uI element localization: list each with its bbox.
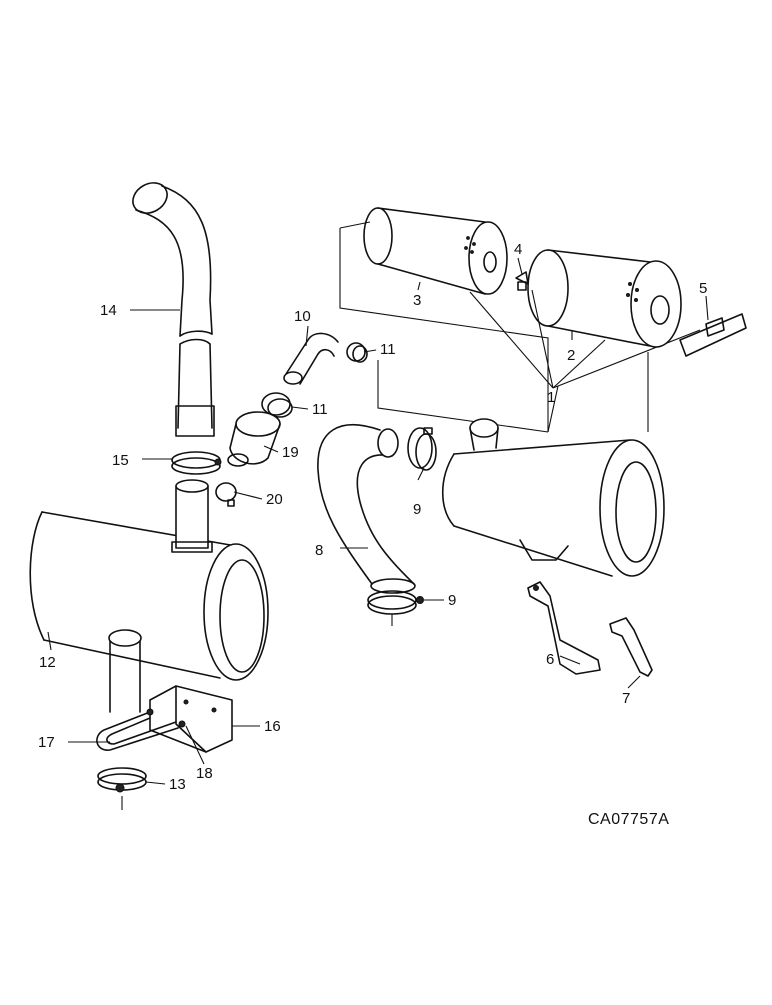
- callout-13: 13: [169, 776, 186, 793]
- callout-3: 3: [413, 292, 421, 309]
- callout-2: 2: [567, 347, 575, 364]
- callout-10: 10: [294, 308, 311, 325]
- callout-4: 4: [514, 241, 522, 258]
- callout-5: 5: [699, 280, 707, 297]
- hose-clamp-11b: [261, 392, 293, 418]
- callout-18: 18: [196, 765, 213, 782]
- leader-lines: [47, 257, 709, 810]
- intake-elbow: [317, 423, 416, 594]
- callout-12: 12: [39, 654, 56, 671]
- small-hose-10: [283, 332, 339, 385]
- precleaner-19: [227, 411, 281, 467]
- callout-7: 7: [622, 690, 630, 707]
- support-strap-7: [609, 617, 653, 677]
- service-indicator: [679, 313, 747, 357]
- callout-9b: 9: [448, 592, 456, 609]
- drawing-code: CA07757A: [588, 811, 669, 828]
- callout-16: 16: [264, 718, 281, 735]
- clamp-13: [97, 767, 147, 793]
- callout-15: 15: [112, 452, 129, 469]
- mounting-bracket-16: [149, 685, 233, 753]
- callouts: 1 2 3 4 5 6 7 8 9 9 10 11 11 12 13 14 15…: [38, 241, 707, 793]
- wing-nut: [515, 271, 529, 291]
- callout-14: 14: [100, 302, 117, 319]
- callout-6: 6: [546, 651, 554, 668]
- callout-9a: 9: [413, 501, 421, 518]
- callout-8: 8: [315, 542, 323, 559]
- outer-filter-element: [527, 249, 682, 348]
- nut-18: [146, 708, 186, 728]
- callout-11b: 11: [312, 401, 328, 418]
- muffler: [29, 479, 269, 713]
- callout-17: 17: [38, 734, 55, 751]
- exhaust-stack: [132, 182, 215, 437]
- callout-1: 1: [547, 389, 555, 406]
- callout-19: 19: [282, 444, 299, 461]
- clamp-15: [171, 451, 222, 475]
- inner-filter-element: [363, 207, 508, 295]
- clamp-20: [215, 482, 237, 507]
- support-bracket-6: [527, 581, 601, 675]
- hose-clamp-9a: [407, 427, 437, 471]
- hose-clamp-9b: [367, 590, 424, 615]
- u-bolt-17: [96, 711, 179, 751]
- air-cleaner-housing: [441, 418, 665, 577]
- hose-clamp-11a: [346, 342, 368, 363]
- callout-20: 20: [266, 491, 283, 508]
- air-cleaner-bracket-lines: [339, 221, 701, 433]
- callout-11a: 11: [380, 341, 396, 358]
